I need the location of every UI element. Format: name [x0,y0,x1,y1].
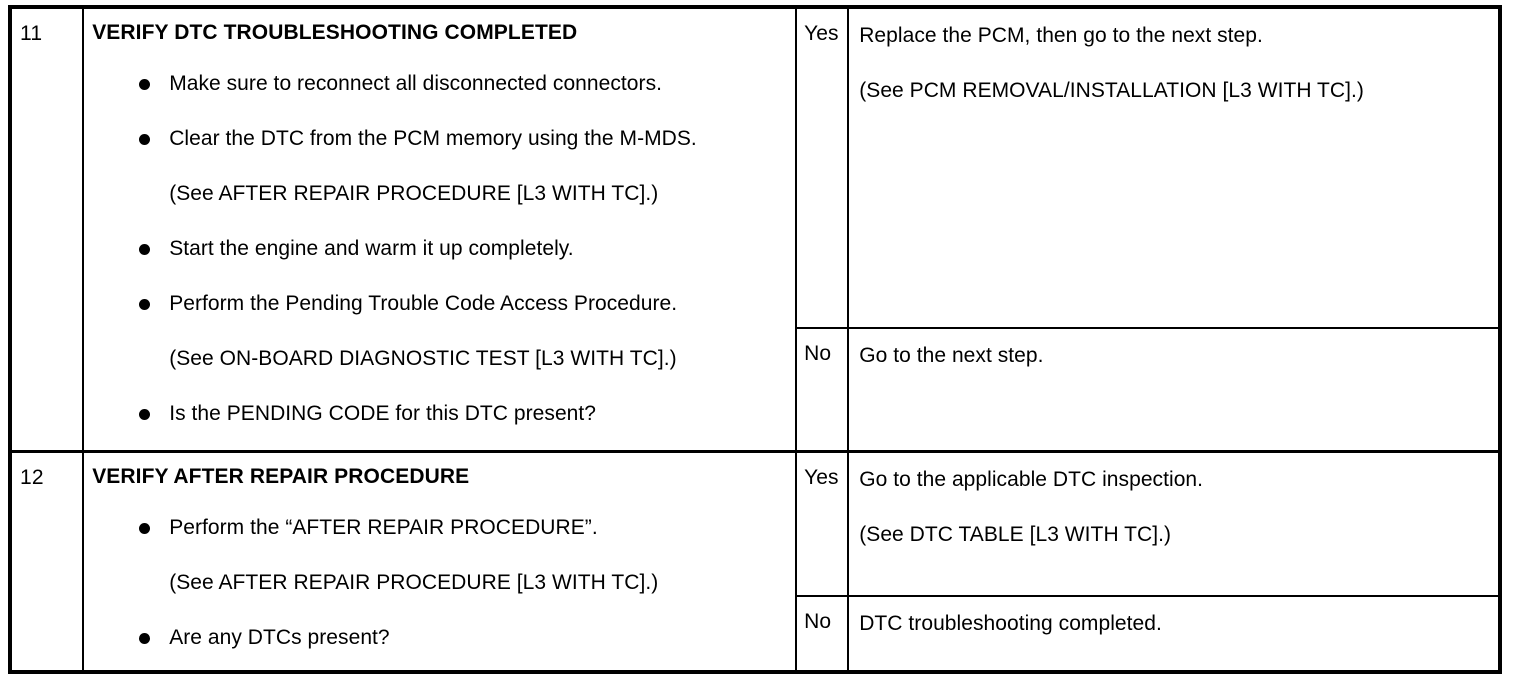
list-item: Is the PENDING CODE for this DTC present… [92,399,785,429]
step-number: 12 [20,466,44,490]
table-row: 12 VERIFY AFTER REPAIR PROCEDURE Perform… [10,451,1500,672]
result-label-cell-12-no: No [796,596,850,672]
step-number-cell-12: 12 [10,451,85,672]
step-number: 11 [20,22,43,45]
action-cell-12-no: DTC troubleshooting completed. [848,596,1500,672]
procedure-title: VERIFY AFTER REPAIR PROCEDURE [92,465,470,489]
list-item: Make sure to reconnect all disconnected … [92,69,785,99]
procedure-title: VERIFY DTC TROUBLESHOOTING COMPLETED [92,21,578,44]
list-item: Start the engine and warm it up complete… [92,234,785,264]
bullet-icon [139,523,151,535]
inspection-cell-11: VERIFY DTC TROUBLESHOOTING COMPLETED Mak… [83,7,798,454]
list-item-note: (See AFTER REPAIR PROCEDURE [L3 WITH TC]… [92,179,785,209]
table-row: No Go to the next step. [10,328,1500,454]
list-item: Clear the DTC from the PCM memory using … [92,124,785,154]
list-item: Perform the “AFTER REPAIR PROCEDURE”. [92,513,785,543]
reference-note: (See AFTER REPAIR PROCEDURE [L3 WITH TC]… [169,182,659,206]
action-cell-12-yes: Go to the applicable DTC inspection. (Se… [848,451,1500,598]
action-cell-11-no: Go to the next step. [848,328,1500,454]
bullet-icon [139,244,151,256]
action-line: DTC troubleshooting completed. [859,612,1162,636]
inspection-cell-12: VERIFY AFTER REPAIR PROCEDURE Perform th… [83,451,798,672]
bullet-icon [139,299,151,311]
result-label: No [804,342,832,365]
result-label: Yes [804,22,839,45]
procedure-list-11: Make sure to reconnect all disconnected … [92,69,785,429]
bullet-icon [139,79,151,91]
result-label: No [804,610,832,634]
action-line: Go to the applicable DTC inspection. [859,468,1204,492]
list-item-label: Is the PENDING CODE for this DTC present… [169,402,597,426]
list-item: Are any DTCs present? [92,623,785,653]
list-item-label: Are any DTCs present? [169,626,390,650]
bullet-icon [139,409,151,421]
list-item-note: (See AFTER REPAIR PROCEDURE [L3 WITH TC]… [92,568,785,598]
bullet-icon [139,134,151,146]
step-number-cell-11: 11 [10,7,85,454]
reference-note: (See AFTER REPAIR PROCEDURE [L3 WITH TC]… [169,571,659,595]
action-reference: (See PCM REMOVAL/INSTALLATION [L3 WITH T… [859,79,1364,102]
reference-note: (See ON-BOARD DIAGNOSTIC TEST [L3 WITH T… [169,347,677,371]
list-item: Perform the Pending Trouble Code Access … [92,289,785,319]
action-reference: (See DTC TABLE [L3 WITH TC].) [859,523,1172,547]
result-label-cell-11-no: No [796,328,850,454]
action-line: Replace the PCM, then go to the next ste… [859,24,1263,47]
list-item-note: (See ON-BOARD DIAGNOSTIC TEST [L3 WITH T… [92,344,785,374]
dtc-troubleshooting-table: 11 VERIFY DTC TROUBLESHOOTING COMPLETED … [8,5,1502,674]
result-label-cell-12-yes: Yes [796,451,850,598]
procedure-list-12: Perform the “AFTER REPAIR PROCEDURE”. (S… [92,513,785,653]
result-label: Yes [804,466,839,490]
list-item-label: Clear the DTC from the PCM memory using … [169,127,697,151]
bullet-icon [139,633,151,645]
result-label-cell-11-yes: Yes [796,7,850,329]
action-line: Go to the next step. [859,344,1044,367]
action-cell-11-yes: Replace the PCM, then go to the next ste… [848,7,1500,329]
list-item-label: Make sure to reconnect all disconnected … [169,72,663,96]
list-item-label: Perform the “AFTER REPAIR PROCEDURE”. [169,516,598,540]
list-item-label: Start the engine and warm it up complete… [169,237,574,261]
table-row: 11 VERIFY DTC TROUBLESHOOTING COMPLETED … [10,7,1500,454]
list-item-label: Perform the Pending Trouble Code Access … [169,292,678,316]
table-row: No DTC troubleshooting completed. [10,596,1500,672]
